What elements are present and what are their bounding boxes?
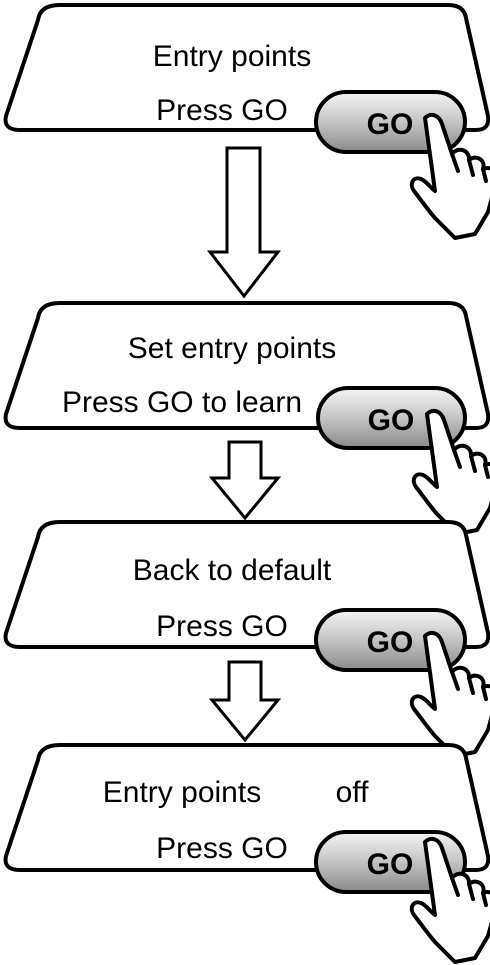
go-button-label: GO <box>367 626 414 659</box>
screen-instruction: Press GO <box>156 94 288 127</box>
screen-title: Entry points <box>103 776 261 809</box>
down-arrow-icon <box>206 146 282 299</box>
menu-screen-set-entry-points: Set entry points Press GO to learn GO <box>3 301 490 536</box>
down-arrow-icon <box>208 660 282 743</box>
go-button-label: GO <box>368 404 415 437</box>
screen-instruction: Press GO <box>156 610 288 643</box>
screen-title: Back to default <box>133 554 332 587</box>
go-button-label: GO <box>367 108 414 141</box>
screen-status: off <box>336 776 369 809</box>
menu-screen-entry-points-off: Entry points off Press GO GO <box>3 743 490 964</box>
go-button-label: GO <box>367 848 414 881</box>
screen-title: Entry points <box>153 40 311 73</box>
menu-screen-back-to-default: Back to default Press GO GO <box>3 520 490 758</box>
screen-instruction: Press GO to learn <box>62 386 302 419</box>
screen-title: Set entry points <box>128 332 336 365</box>
screen-instruction: Press GO <box>156 832 288 865</box>
down-arrow-icon <box>208 440 282 521</box>
menu-screen-entry-points: Entry points Press GO GO <box>3 3 490 240</box>
